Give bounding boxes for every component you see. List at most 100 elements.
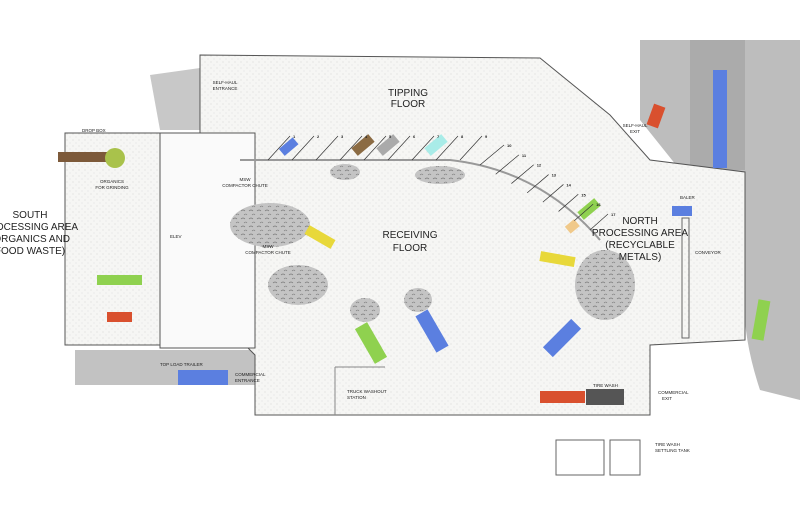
waste-pile <box>230 203 310 247</box>
organics-pile <box>105 148 125 168</box>
north-area-label: METALS) <box>619 252 662 263</box>
tipping-floor-label: FLOOR <box>391 99 425 110</box>
waste-pile <box>268 265 328 305</box>
self-haul-exit-label: EXIT <box>630 129 640 134</box>
tipping-floor-label: TIPPING <box>388 88 428 99</box>
bay-line <box>574 203 594 221</box>
packer-truck <box>542 318 582 358</box>
waste-pile <box>575 250 635 320</box>
bay-line <box>315 135 339 161</box>
commercial-exit-label: EXIT <box>662 396 672 401</box>
waste-piles <box>230 164 635 322</box>
small-labels: DROP BOX ORGANICS FOR GRINDING SELF-HAUL… <box>82 80 722 453</box>
road-trailer <box>751 299 771 341</box>
north-area-label: NORTH <box>622 216 657 227</box>
bay-number: 14 <box>566 182 571 187</box>
settling-tank-label: SETTLING TANK <box>655 448 690 453</box>
car <box>278 137 299 156</box>
bay-number: 3 <box>341 134 344 139</box>
top-load-trailer-label: TOP LOAD TRAILER <box>160 362 204 367</box>
truck <box>376 134 400 156</box>
bay-line <box>495 154 520 175</box>
organics-trailer <box>58 152 108 162</box>
north-area-label: (RECYCLABLE <box>605 240 675 251</box>
waste-pile <box>415 166 465 184</box>
bay-line <box>291 135 315 161</box>
bay-number: 16 <box>596 202 601 207</box>
tank-box <box>555 439 605 476</box>
north-area-label: PROCESSING AREA <box>592 228 688 239</box>
self-haul-entrance-label: ENTRANCE <box>213 86 238 91</box>
waste-pile <box>350 298 380 322</box>
tire-wash-grate <box>586 389 624 405</box>
organics-label: ORGANICS <box>100 179 124 184</box>
packer-truck <box>354 322 388 364</box>
bay-line <box>479 144 505 166</box>
bay-line <box>526 174 549 194</box>
bay-number: 8 <box>461 134 464 139</box>
receiving-floor-label: RECEIVING <box>382 230 437 241</box>
self-haul-entrance-label: SELF-HAUL <box>213 80 238 85</box>
support-rooms <box>159 132 256 349</box>
bay-number: 13 <box>552 173 557 178</box>
bay-number: 15 <box>581 192 586 197</box>
waste-pile <box>404 288 432 312</box>
south-area-label: PROCESSING AREA <box>0 222 78 233</box>
vehicles <box>58 70 771 405</box>
bay-number: 10 <box>507 143 512 148</box>
bay-line <box>363 135 387 161</box>
bay-line <box>387 135 411 161</box>
commercial-entrance-label: ENTRANCE <box>235 378 260 383</box>
msw-chute-label: MSW <box>240 177 252 182</box>
msw-chute-label: COMPACTOR CHUTE <box>245 250 291 255</box>
settling-tank <box>555 439 641 476</box>
bay-number: 7 <box>437 134 440 139</box>
truck-washout-label: TRUCK WASHOUT <box>347 389 387 394</box>
truck <box>351 134 375 156</box>
bay-line <box>511 164 534 184</box>
settling-tank-label: TIRE WASH <box>655 442 680 447</box>
loader <box>304 225 336 249</box>
south-area-label: SOUTH <box>13 210 48 221</box>
commercial-entrance-road <box>75 350 260 385</box>
commercial-exit-label: COMMERCIAL <box>658 390 689 395</box>
baler-label: BALER <box>680 195 696 200</box>
self-haul-exit-label: SELF-HAUL <box>623 123 648 128</box>
conveyor-label: CONVEYOR <box>695 250 722 255</box>
bay-line <box>411 135 435 161</box>
bay-number: 11 <box>522 153 527 158</box>
organics-bin <box>107 312 132 322</box>
bay-line <box>459 135 483 161</box>
drop-box-label: DROP BOX <box>82 128 106 133</box>
receiving-floor-label: FLOOR <box>393 243 427 254</box>
bay-line <box>589 213 609 231</box>
baler <box>672 206 692 216</box>
bay-number: 17 <box>611 212 616 217</box>
msw-chute-label: MSW <box>263 244 275 249</box>
bay-line <box>339 135 363 161</box>
conveyor <box>681 217 690 339</box>
truck <box>564 219 580 234</box>
commercial-entrance-label: COMMERCIAL <box>235 372 266 377</box>
msw-chute-label: COMPACTOR CHUTE <box>222 183 268 188</box>
top-load-trailer <box>178 370 228 385</box>
self-haul-entry-ramp <box>150 68 200 130</box>
organics-label: FOR GRINDING <box>95 185 129 190</box>
bay-number: 4 <box>365 134 368 139</box>
elevator-label: ELEV <box>170 234 182 239</box>
bay-number: 2 <box>317 134 320 139</box>
area-labels: SOUTH PROCESSING AREA (ORGANICS AND FOOD… <box>0 88 688 263</box>
south-area-label: (ORGANICS AND <box>0 234 70 245</box>
packer-truck <box>415 309 449 353</box>
south-area-label: FOOD WASTE) <box>0 246 65 257</box>
tire-wash-label: TIRE WASH <box>593 383 618 388</box>
self-haul-exit-truck <box>646 103 666 129</box>
bay-number: 12 <box>537 163 542 168</box>
bay-line <box>435 135 459 161</box>
north-lane-trailer <box>713 70 727 168</box>
bay-number: 5 <box>389 134 392 139</box>
bay-number: 9 <box>485 134 488 139</box>
bay-number: 1 <box>293 134 296 139</box>
